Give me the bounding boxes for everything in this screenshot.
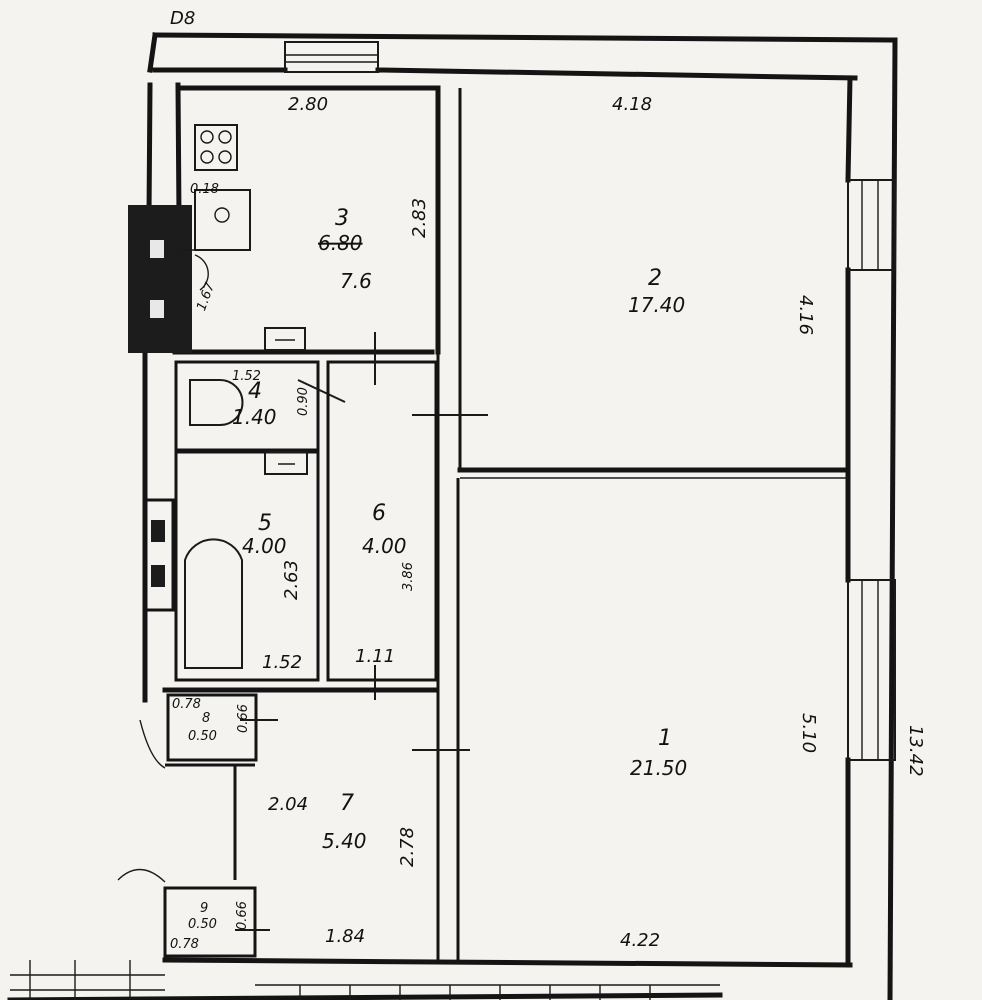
dim-bath-depth: 2.63 <box>281 560 302 600</box>
dim-hall-depth: 2.78 <box>397 827 418 867</box>
room-8-number: 8 <box>202 711 210 726</box>
room1-window <box>847 579 896 761</box>
dim-bath-width: 1.52 <box>262 652 302 673</box>
dim-stove-mark: 0.18 <box>190 182 219 197</box>
room-6-number: 6 <box>372 501 386 526</box>
dim-cupboard9-depth: 0.66 <box>235 901 250 930</box>
dim-cupboard8-depth: 0.66 <box>236 704 251 733</box>
kitchen-window <box>284 41 379 73</box>
dim-kitchen-depth: 2.83 <box>409 198 430 238</box>
room-3-kitchen <box>128 85 441 355</box>
room-7-hall <box>165 763 255 880</box>
room-1-area: 21.50 <box>630 756 687 780</box>
room-3-number: 3 <box>335 206 349 231</box>
room-4-wc <box>174 360 346 452</box>
dim-room2-depth: 4.16 <box>795 295 816 335</box>
room-5-bath <box>174 450 320 682</box>
room-5-number: 5 <box>258 511 272 536</box>
dim-cupboard9-width: 0.78 <box>170 937 199 952</box>
room-9-number: 9 <box>200 901 208 916</box>
dim-wc-width: 1.52 <box>232 369 261 384</box>
interior-partitions <box>412 88 851 960</box>
exterior-hatch <box>10 960 720 1000</box>
dim-room1-depth: 5.10 <box>798 713 819 753</box>
exterior-walls <box>7 32 898 1000</box>
dim-outer-depth: 13.42 <box>905 725 926 777</box>
room-3-area: 6.80 <box>318 231 363 255</box>
dim-kitchen-diag: 1.67 <box>194 280 218 313</box>
dim-wc-depth: 0.90 <box>296 387 311 416</box>
room-5-area: 4.00 <box>242 534 287 558</box>
room-7-number: 7 <box>340 791 354 816</box>
dim-top-wall: D8 <box>170 8 195 29</box>
room-4-area: 1.40 <box>232 405 277 429</box>
dim-hall-width: 1.84 <box>325 926 365 947</box>
room-1-number: 1 <box>658 726 672 751</box>
dim-hall-width-top: 2.04 <box>268 794 308 815</box>
room-2-number: 2 <box>648 266 662 291</box>
room2-window <box>847 179 896 271</box>
dim-cupboard8-width: 0.78 <box>172 697 201 712</box>
room-9-area: 0.50 <box>188 917 217 932</box>
dim-closet6-width: 1.11 <box>355 646 395 667</box>
room-7-area: 5.40 <box>322 829 367 853</box>
dim-kitchen-width: 2.80 <box>288 94 328 115</box>
room-8-area: 0.50 <box>188 729 217 744</box>
room-3-area-corrected: 7.6 <box>340 269 372 293</box>
dim-room2-width: 4.18 <box>612 94 652 115</box>
room-6-closet <box>326 332 438 700</box>
room-6-area: 4.00 <box>362 534 407 558</box>
side-cabinet <box>143 498 175 612</box>
room-9-cupboard <box>117 868 270 958</box>
room-4-number: 4 <box>248 379 262 404</box>
room-8-cupboard <box>139 687 438 769</box>
dim-closet6-depth: 3.86 <box>401 562 416 591</box>
dim-room1-width: 4.22 <box>620 930 660 951</box>
room-2-area: 17.40 <box>628 293 685 317</box>
